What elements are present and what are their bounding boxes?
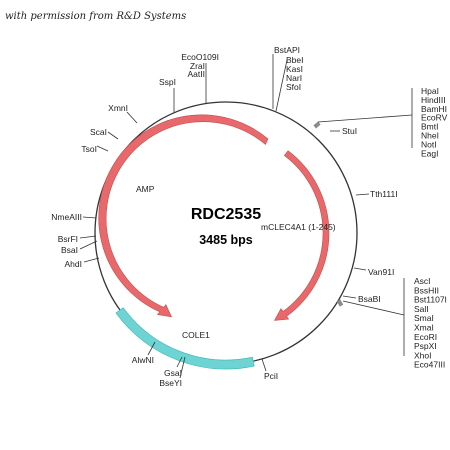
- site-tsoi: TsoI: [81, 144, 97, 154]
- site-ecoo109i: EcoO109I: [181, 52, 219, 62]
- site-list-bottom-xhoi: XhoI: [414, 350, 432, 360]
- van91i-tick: [353, 267, 367, 271]
- bsabi-tick: [342, 295, 357, 299]
- alwni-tick: [147, 341, 156, 356]
- site-alwni: AlwNI: [132, 355, 154, 365]
- site-bbei: BbeI: [286, 55, 304, 65]
- site-list-bottom: AscIBssHIIBst1107ISalISmaIXmaIEcoRIPspXI…: [414, 276, 447, 370]
- cole1-label: COLE1: [182, 330, 210, 340]
- site-sspi: SspI: [159, 77, 176, 87]
- plasmid-size: 3485 bps: [199, 233, 253, 247]
- scai-tick: [107, 131, 119, 140]
- site-list-bottom-xmai: XmaI: [414, 323, 434, 333]
- site-list-top-eagi: EagI: [421, 148, 439, 158]
- bsai-tick: [79, 240, 98, 250]
- site-list-top-hindiii: HindIII: [421, 95, 446, 105]
- site-kasi: KasI: [286, 64, 303, 74]
- site-list-bottom-connector: [342, 300, 405, 316]
- site-list-bottom-pspxi: PspXI: [414, 341, 437, 351]
- site-list-bottom-asci: AscI: [414, 276, 431, 286]
- bsrfi-tick: [79, 235, 97, 239]
- site-zrai: ZraI: [190, 61, 205, 71]
- site-scai: ScaI: [90, 127, 107, 137]
- tth111i-tick: [355, 193, 370, 196]
- amp-feature-arrow: [98, 114, 269, 318]
- site-list-bottom-smai: SmaI: [414, 313, 434, 323]
- pcii-tick: [261, 358, 267, 372]
- site-list-top-bamhi: BamHI: [421, 104, 447, 114]
- site-nari: NarI: [286, 73, 302, 83]
- bbei-tick: [275, 59, 288, 112]
- site-stui: StuI: [342, 126, 357, 136]
- ahdi-tick: [83, 257, 100, 263]
- site-ahdi: AhdI: [65, 259, 83, 269]
- site-bsabi: BsaBI: [358, 294, 381, 304]
- site-list-bottom-eco47iii: Eco47III: [414, 360, 445, 370]
- permission-credit: with permission from R&D Systems: [5, 11, 186, 22]
- site-bstapi: BstAPI: [274, 45, 300, 55]
- site-list-top-connector: [317, 114, 413, 123]
- site-xmni: XmnI: [108, 103, 128, 113]
- cole1-feature-arc: [115, 307, 255, 370]
- xmni-tick: [126, 111, 138, 124]
- site-list-top-nhei: NheI: [421, 131, 439, 141]
- site-list-bottom-sali: SalI: [414, 304, 429, 314]
- site-list-bottom-ecori: EcoRI: [414, 332, 437, 342]
- tsoi-tick: [96, 145, 109, 152]
- insert-end-marker: [336, 299, 344, 307]
- nmeaiii-tick: [82, 216, 97, 219]
- site-pcii: PciI: [264, 371, 278, 381]
- plasmid-name: RDC2535: [191, 206, 261, 223]
- site-list-top-noti: NotI: [421, 139, 437, 149]
- bseyi-tick: [179, 356, 186, 379]
- site-bsai: BsaI: [61, 245, 78, 255]
- site-gsai: GsaI: [164, 368, 182, 378]
- site-nmeaiii: NmeAIII: [51, 212, 82, 222]
- site-list-bottom-bsshii: BssHII: [414, 285, 439, 295]
- site-list-top-hpai: HpaI: [421, 86, 439, 96]
- site-bsrfi: BsrFI: [58, 234, 78, 244]
- site-list-top-bmti: BmtI: [421, 122, 438, 132]
- site-sfoi: SfoI: [286, 82, 301, 92]
- site-list-top-ecorv: EcoRV: [421, 113, 448, 123]
- insert-label: mCLEC4A1 (1-245): [261, 222, 336, 232]
- insert-feature-arrow: [273, 150, 330, 321]
- site-list-bottom-bst1107i: Bst1107I: [414, 295, 447, 305]
- site-van91i: Van91I: [368, 267, 394, 277]
- site-aatii: AatII: [188, 69, 205, 79]
- gsai-tick: [176, 356, 183, 368]
- site-tth111i: Tth111I: [370, 189, 398, 199]
- insert-start-marker: [313, 121, 321, 129]
- amp-label: AMP: [136, 184, 155, 194]
- site-bseyi: BseYI: [159, 378, 182, 388]
